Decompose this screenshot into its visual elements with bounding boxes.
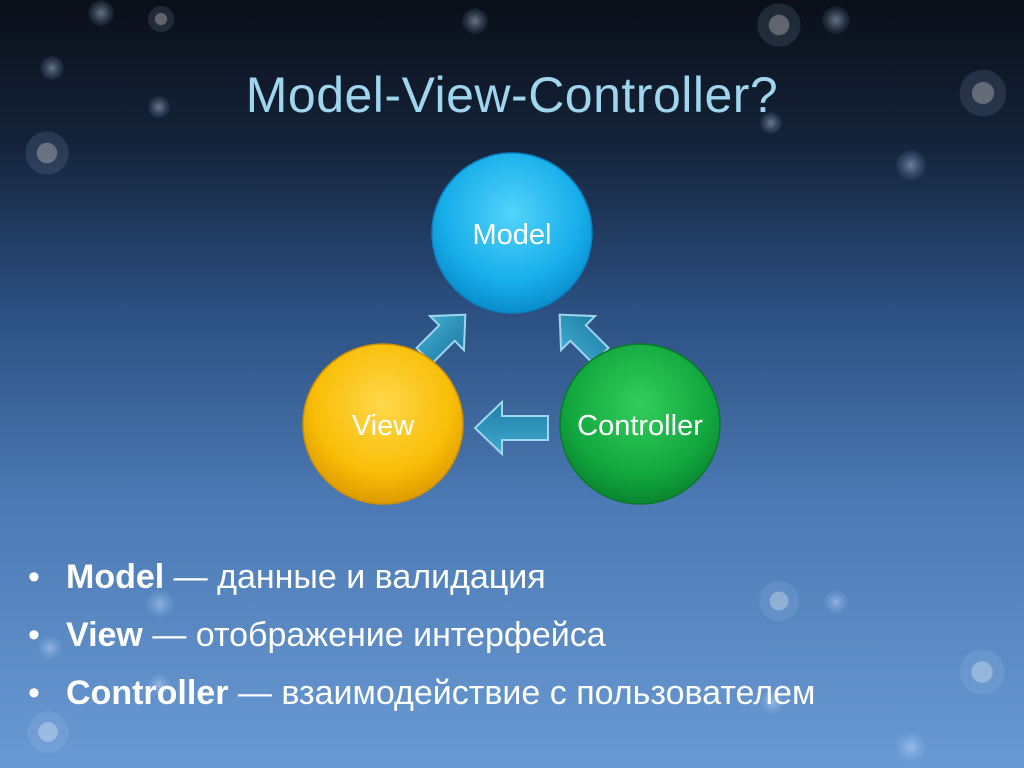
background-bokeh-5: [822, 6, 850, 34]
background-bokeh-20: [896, 732, 926, 762]
background-bokeh-6: [40, 56, 64, 80]
background-bokeh-15: [38, 636, 62, 660]
background-bokeh-18: [760, 690, 784, 714]
bullet-description: — взаимодействие с пользователем: [237, 674, 816, 712]
background-bokeh-19: [24, 708, 72, 756]
bullet-term: View: [66, 616, 143, 654]
bullet-marker: •: [28, 674, 40, 712]
view-node-label: View: [352, 410, 415, 442]
background-bokeh-16: [956, 646, 1008, 698]
bullet-item-view: • View — отображение интерфейса: [28, 610, 815, 668]
bullet-term: Controller: [66, 674, 229, 712]
bullet-list: • Model — данные и валидация • View — от…: [28, 552, 815, 726]
background-bokeh-11: [896, 150, 926, 180]
background-bokeh-8: [148, 96, 170, 118]
model-node-label: Model: [473, 219, 552, 251]
background-bokeh-3: [462, 8, 488, 34]
bullet-term: Model: [66, 558, 165, 596]
model-node: Model: [431, 152, 593, 314]
background-bokeh-10: [22, 128, 72, 178]
background-bokeh-9: [760, 112, 782, 134]
background-bokeh-1: [88, 0, 114, 26]
controller-node: Controller: [559, 343, 721, 505]
arrow-view-to-model: [415, 313, 467, 365]
background-bokeh-2: [146, 4, 176, 34]
view-node: View: [302, 343, 464, 505]
bullet-marker: •: [28, 558, 40, 596]
arrow-controller-to-model: [558, 313, 610, 365]
bullet-marker: •: [28, 616, 40, 654]
bullet-description: — отображение интерфейса: [152, 616, 606, 654]
background-bokeh-7: [956, 66, 1010, 120]
slide-title: Model-View-Controller?: [245, 67, 779, 123]
bullet-description: — данные и валидация: [173, 558, 546, 596]
bullet-item-model: • Model — данные и валидация: [28, 552, 815, 610]
background-bokeh-14: [824, 590, 848, 614]
background-bokeh-17: [148, 674, 170, 696]
background-bokeh-4: [754, 0, 804, 50]
background-bokeh-12: [146, 590, 174, 618]
arrow-controller-to-view: [473, 399, 549, 457]
bullet-item-controller: • Controller — взаимодействие с пользова…: [28, 668, 815, 726]
controller-node-label: Controller: [577, 410, 703, 442]
background-bokeh-13: [756, 578, 802, 624]
